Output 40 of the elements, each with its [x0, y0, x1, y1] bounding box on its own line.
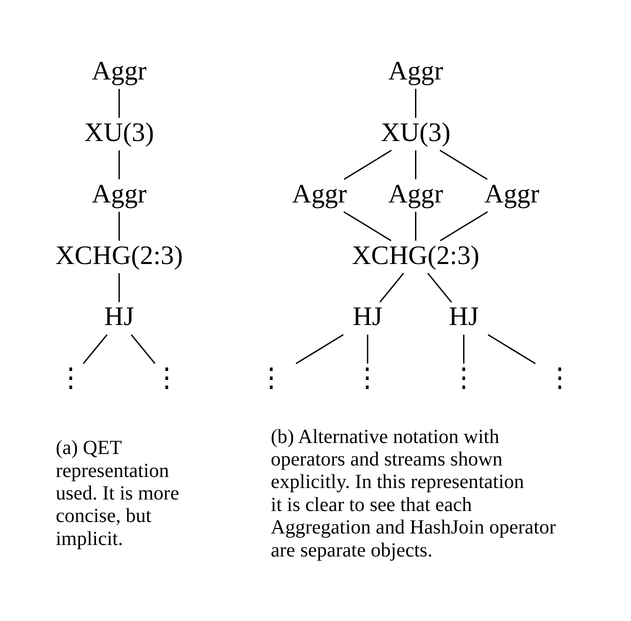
connector: [118, 150, 120, 180]
connector: [118, 88, 120, 118]
connector: [118, 273, 120, 302]
label: (a) QET representation used. It is more concise, but implicit.: [56, 437, 180, 550]
connector: [427, 272, 452, 303]
connector: [415, 150, 416, 180]
node-text: Aggr: [292, 178, 347, 208]
node-text: Aggr: [484, 178, 540, 208]
connector: [379, 272, 404, 303]
node-text: ⋮: [546, 362, 574, 393]
node-text: ⋮: [154, 362, 181, 393]
connector: [366, 334, 368, 364]
connector: [440, 211, 488, 242]
node-text: Aggr: [92, 178, 147, 208]
connector: [130, 334, 156, 364]
node-text: Aggr: [92, 55, 147, 86]
node-text: ⋮: [354, 362, 382, 393]
node-text: Aggr: [388, 55, 444, 86]
connector: [463, 334, 464, 364]
node-text: ⋮: [450, 362, 478, 393]
node-text: XCHG(2:3): [55, 240, 183, 270]
node-text: ⋮: [258, 362, 285, 393]
node-text: XU(3): [380, 116, 451, 147]
connector: [415, 88, 416, 118]
node-text: XU(3): [84, 116, 154, 147]
connector: [488, 334, 536, 364]
connector: [440, 150, 488, 180]
connector: [82, 334, 108, 364]
connector: [296, 334, 344, 364]
label: (b) Alternative notation with operators and streams shown explicitly. In this representation it is clear to see that each Aggregation and HashJoin operator are separate objects.: [270, 426, 556, 562]
node-text: ⋮: [58, 362, 85, 393]
node-text: XCHG(2:3): [352, 240, 480, 270]
node-text: HJ: [352, 301, 382, 332]
connector: [118, 212, 120, 241]
node-text: HJ: [448, 301, 479, 332]
node-text: Aggr: [388, 178, 444, 208]
node-text: HJ: [104, 301, 134, 332]
connector: [344, 150, 392, 180]
connector: [343, 211, 392, 242]
connector: [415, 212, 416, 241]
